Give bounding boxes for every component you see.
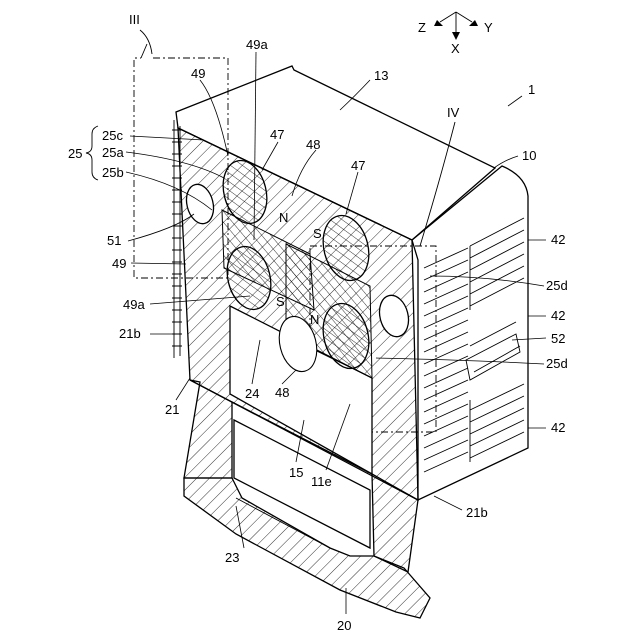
label-13: 13 (374, 68, 388, 83)
label-21b-left: 21b (119, 326, 141, 341)
axis-z-label: Z (418, 20, 426, 35)
label-48-top: 48 (306, 137, 320, 152)
housing-right-face (412, 166, 528, 500)
section-mark-iii: III (129, 12, 140, 27)
pole-s-lower: S (276, 294, 285, 309)
label-25d-a: 25d (546, 278, 568, 293)
label-25: 25 (68, 146, 82, 161)
label-25d-b: 25d (546, 356, 568, 371)
label-42-b: 42 (551, 308, 565, 323)
heat-pipe-52 (466, 322, 520, 380)
section-mark-iv: IV (447, 105, 460, 120)
label-21: 21 (165, 402, 179, 417)
label-25c: 25c (102, 128, 123, 143)
axis-triad: Z Y X (418, 12, 493, 56)
label-25a: 25a (102, 145, 124, 160)
label-47-right: 47 (351, 158, 365, 173)
label-1: 1 (528, 82, 535, 97)
label-11e: 11e (311, 474, 332, 489)
axis-y-label: Y (484, 20, 493, 35)
label-20: 20 (337, 618, 351, 633)
label-25b: 25b (102, 165, 124, 180)
label-24: 24 (245, 386, 259, 401)
label-49a-mid: 49a (123, 297, 145, 312)
label-52: 52 (551, 331, 565, 346)
label-51: 51 (107, 233, 121, 248)
label-15: 15 (289, 465, 303, 480)
fin-array-lower (470, 384, 524, 462)
label-49-top: 49 (191, 66, 205, 81)
label-47-left: 47 (270, 127, 284, 142)
brace-25 (86, 126, 98, 180)
label-42-c: 42 (551, 420, 565, 435)
pole-n-upper: N (279, 210, 288, 225)
label-49a-top: 49a (246, 37, 268, 52)
pole-s-upper: S (313, 226, 322, 241)
label-10: 10 (522, 148, 536, 163)
fin-array-upper (470, 218, 524, 310)
label-23: 23 (225, 550, 239, 565)
label-21b-right: 21b (466, 505, 488, 520)
pole-n-lower: N (310, 312, 319, 327)
axis-x-label: X (451, 41, 460, 56)
label-42-a: 42 (551, 232, 565, 247)
label-49-mid: 49 (112, 256, 126, 271)
label-48-bot: 48 (275, 385, 289, 400)
